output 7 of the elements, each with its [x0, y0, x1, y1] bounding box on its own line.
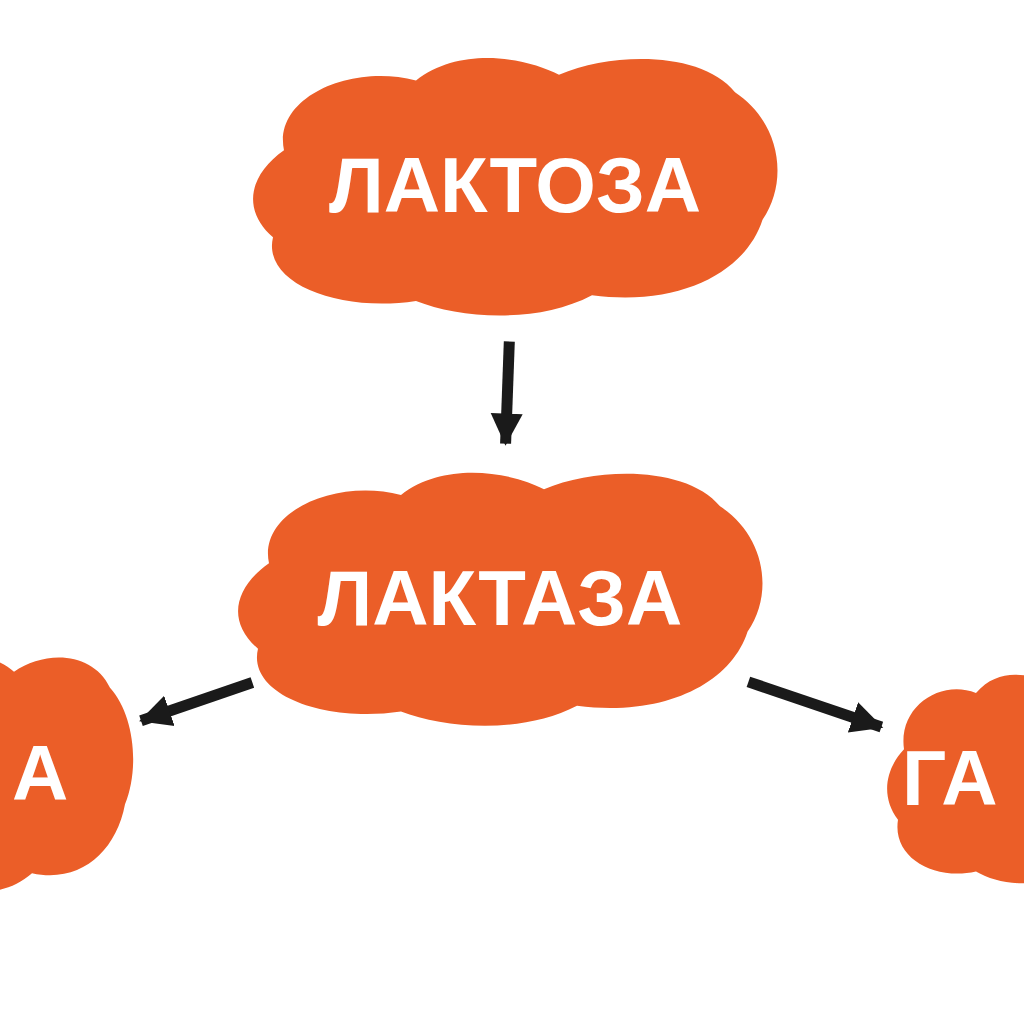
arrow: [139, 677, 255, 727]
arrow: [746, 676, 884, 733]
node-label: А: [12, 733, 69, 812]
arrow: [490, 341, 523, 446]
node-label: ЛАКТОЗА: [328, 146, 702, 224]
node-label: ГА: [902, 738, 998, 817]
node-label: ЛАКТАЗА: [317, 558, 683, 637]
